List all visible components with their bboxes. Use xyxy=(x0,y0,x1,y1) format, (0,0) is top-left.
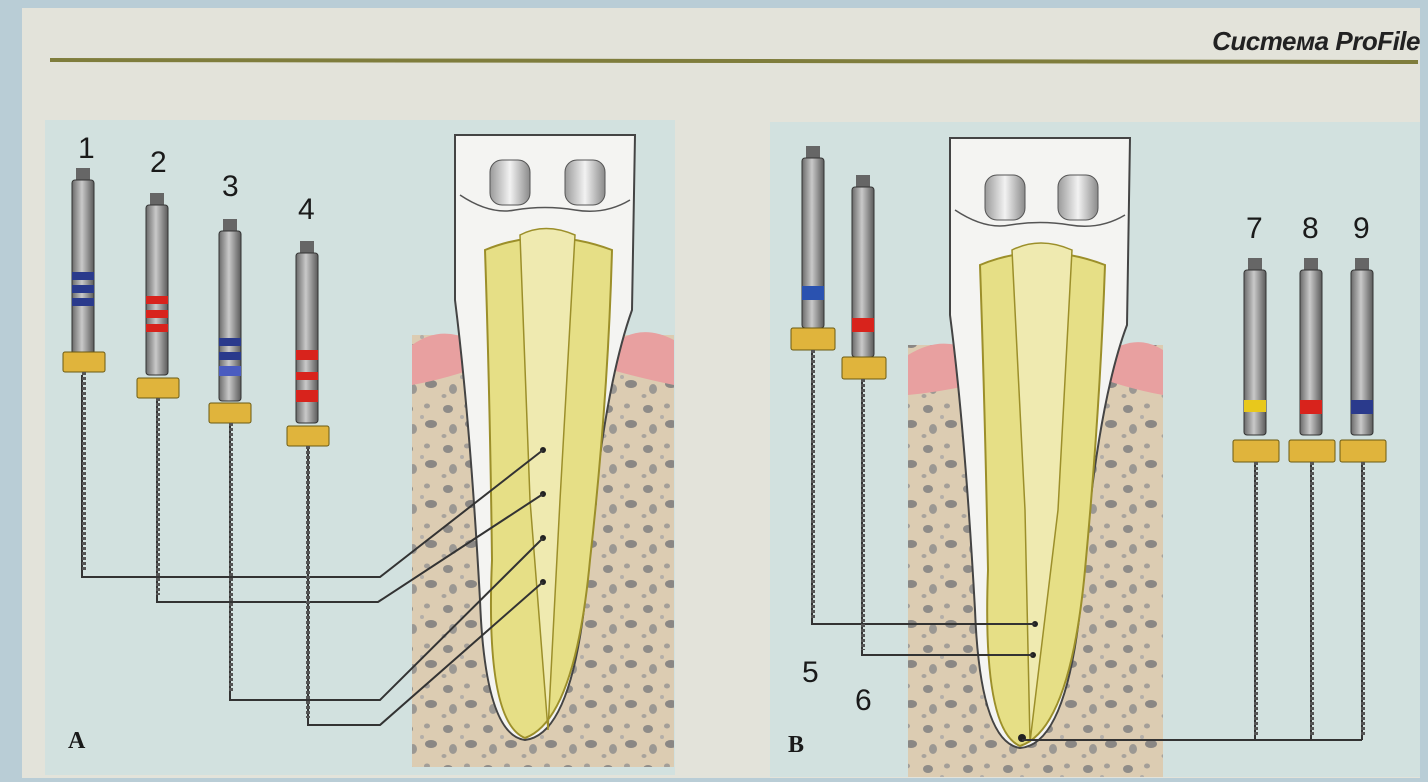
instrument-5-stopper xyxy=(791,328,835,350)
instrument-8-band xyxy=(1300,400,1322,414)
instrument-3-band xyxy=(219,338,241,346)
instrument-7-band xyxy=(1244,400,1266,412)
instrument-7-number: 7 xyxy=(1246,212,1263,246)
crown-cusp-b1 xyxy=(985,175,1025,220)
header-rule xyxy=(50,60,1418,62)
instrument-6-number: 6 xyxy=(855,684,872,718)
instrument-8-stopper xyxy=(1289,440,1335,462)
instrument-4-band xyxy=(296,350,318,360)
instrument-9-band xyxy=(1351,400,1373,414)
instrument-8-number: 8 xyxy=(1302,212,1319,246)
header-title: Система ProFile xyxy=(1212,26,1420,57)
instrument-7-stopper xyxy=(1233,440,1279,462)
instrument-2-number: 2 xyxy=(150,146,167,180)
instrument-9-stopper xyxy=(1340,440,1386,462)
instrument-1-band xyxy=(72,272,94,280)
panel-a-label: A xyxy=(68,728,85,755)
instrument-5-number: 5 xyxy=(802,656,819,690)
instrument-2-stopper xyxy=(137,378,179,398)
crown-cusp-a1 xyxy=(490,160,530,205)
instrument-6-band xyxy=(852,318,874,332)
instrument-4-stopper xyxy=(287,426,329,446)
instrument-3-number: 3 xyxy=(222,170,239,204)
instrument-6-stopper xyxy=(842,357,886,379)
instrument-4-number: 4 xyxy=(298,193,315,227)
instrument-5-band xyxy=(802,286,824,300)
crown-cusp-a2 xyxy=(565,160,605,205)
instrument-3-stopper xyxy=(209,403,251,423)
instrument-1-number: 1 xyxy=(78,132,95,166)
panel-b-label: B xyxy=(788,732,804,759)
instrument-1-stopper xyxy=(63,352,105,372)
crown-cusp-b2 xyxy=(1058,175,1098,220)
instrument-9-number: 9 xyxy=(1353,212,1370,246)
instrument-2-band xyxy=(146,296,168,304)
